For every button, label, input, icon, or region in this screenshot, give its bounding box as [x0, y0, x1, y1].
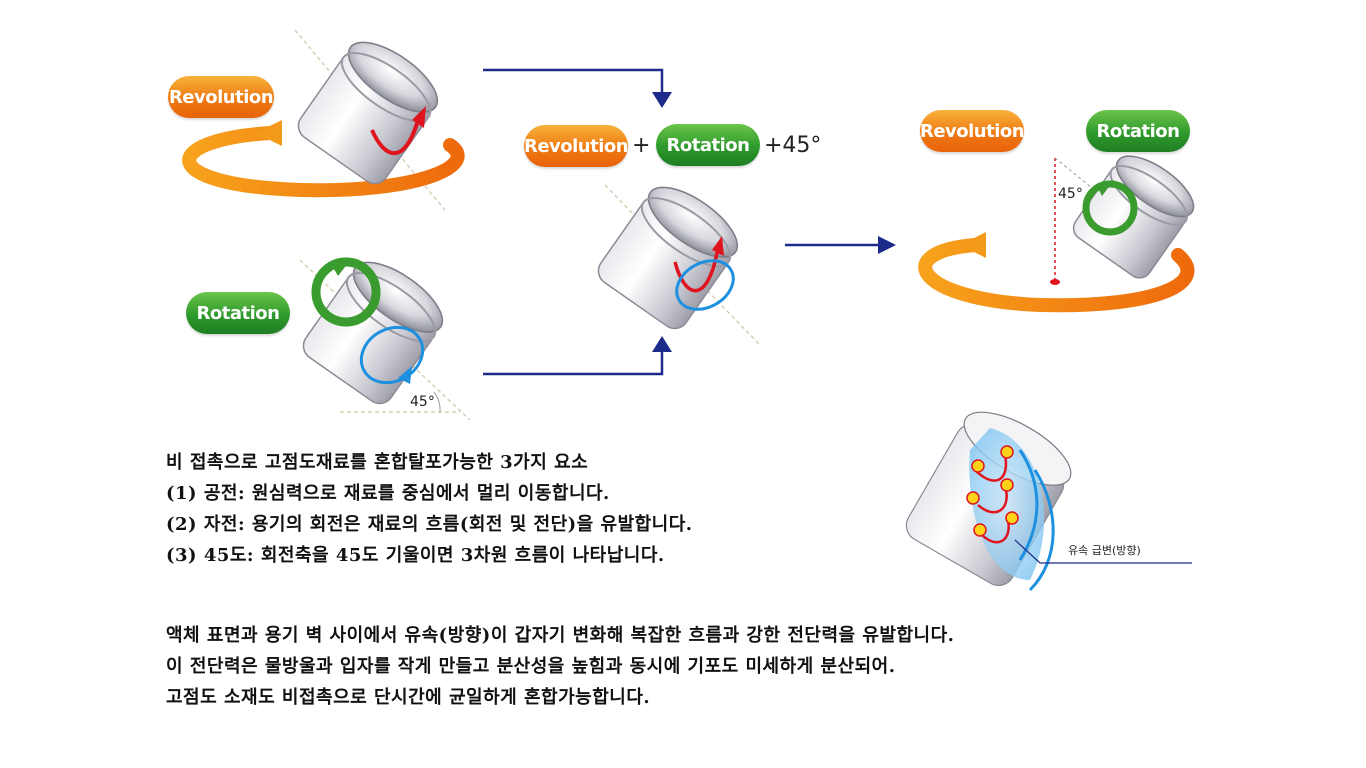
flow-detail-figure: [905, 411, 1192, 592]
plus-angle-label: +45°: [764, 133, 822, 158]
revolution-label-combined: Revolution: [524, 125, 629, 167]
rotation-label: Rotation: [186, 292, 290, 334]
rotation-label-result: Rotation: [1086, 110, 1190, 152]
explanation-line-3: 고점도 소재도 비접촉으로 단시간에 균일하게 혼합가능합니다.: [166, 687, 651, 708]
rotation-figure: [299, 257, 471, 421]
element-revolution: (1) 공전: 원심력으로 재료를 중심에서 멀리 이동합니다.: [166, 483, 610, 504]
explanation-section: 액체 표면과 용기 벽 사이에서 유속(방향)이 갑자기 변화해 복잡한 흐름과…: [166, 620, 954, 713]
revolution-figure: [182, 29, 465, 211]
explanation-line-1: 액체 표면과 용기 벽 사이에서 유속(방향)이 갑자기 변화해 복잡한 흐름과…: [166, 625, 955, 646]
revolution-label: Revolution: [168, 76, 274, 118]
angle-label-rotation: 45°: [410, 394, 435, 410]
rotation-label-combined: Rotation: [656, 124, 760, 166]
element-rotation: (2) 자전: 용기의 회전은 재료의 흐름(회전 및 전단)을 유발합니다.: [166, 514, 693, 535]
combined-figure: [597, 184, 761, 346]
plus-sign: +: [632, 133, 651, 158]
result-figure: [918, 155, 1195, 313]
elements-heading: 비 접촉으로 고점도재료를 혼합탈포가능한 3가지 요소: [166, 452, 589, 473]
explanation-line-2: 이 전단력은 물방울과 입자를 작게 만들고 분산성을 높힘과 동시에 기포도 …: [166, 656, 896, 677]
revolution-label-result: Revolution: [920, 110, 1025, 152]
elements-section: 비 접촉으로 고점도재료를 혼합탈포가능한 3가지 요소 (1) 공전: 원심력…: [166, 447, 693, 571]
element-angle: (3) 45도: 회전축을 45도 기울이면 3차원 흐름이 나타납니다.: [166, 545, 665, 566]
flow-arrows: [483, 68, 896, 376]
angle-label-result: 45°: [1058, 186, 1083, 202]
flow-change-label: 유속 급변(방향): [1068, 544, 1141, 557]
